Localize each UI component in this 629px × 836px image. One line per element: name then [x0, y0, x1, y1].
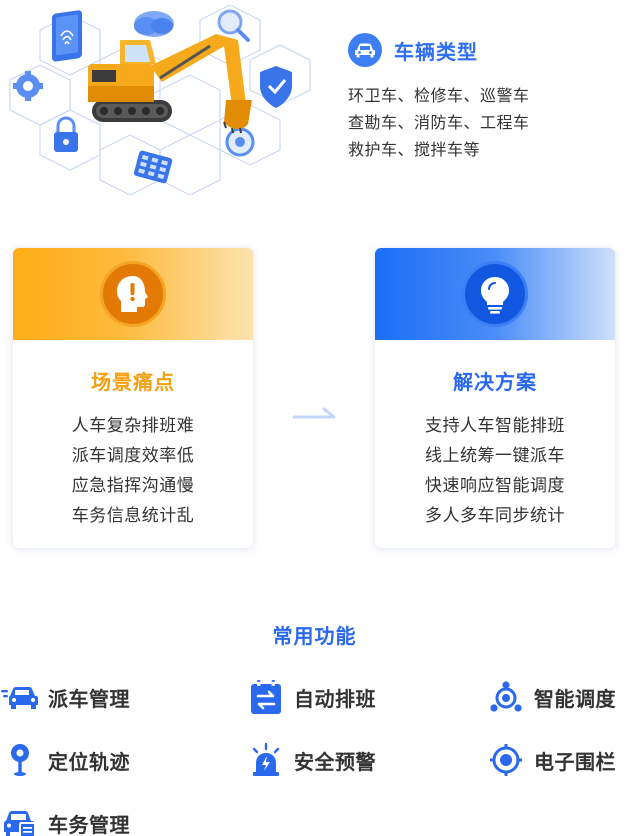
- feature-geofence[interactable]: 电子围栏: [486, 740, 616, 780]
- alarm-light-icon: [246, 740, 286, 780]
- feature-label: 智能调度: [534, 686, 616, 711]
- solutions-card: 解决方案 支持人车智能排班 线上统筹一键派车 快速响应智能调度 多人多车同步统计: [375, 248, 615, 548]
- excavator-network-illustration: [9, 4, 311, 196]
- solution-item: 支持人车智能排班: [425, 416, 565, 436]
- pain-point-item: 派车调度效率低: [71, 446, 195, 466]
- vehicle-types-list: 环卫车、检修车、巡警车 查勘车、消防车、工程车 救护车、搅拌车等: [348, 82, 618, 163]
- pain-points-card: 场景痛点 人车复杂排班难 派车调度效率低 应急指挥沟通慢 车务信息统计乱: [13, 248, 253, 548]
- feature-label: 定位轨迹: [48, 749, 130, 774]
- calendar-swap-icon: [246, 677, 286, 717]
- geofence-icon: [486, 740, 526, 780]
- feature-label: 安全预警: [294, 749, 376, 774]
- location-pin-icon: [0, 740, 40, 780]
- excavator-illustration: [88, 34, 252, 134]
- feature-auto-schedule[interactable]: 自动排班: [246, 677, 376, 717]
- vehicle-types-header: 车辆类型: [348, 32, 618, 68]
- feature-label: 自动排班: [294, 686, 376, 711]
- pain-points-title: 场景痛点: [91, 370, 175, 394]
- solution-item: 快速响应智能调度: [425, 476, 565, 496]
- feature-smart-dispatch[interactable]: 智能调度: [486, 677, 616, 717]
- feature-safety-alert[interactable]: 安全预警: [246, 740, 376, 780]
- feature-label: 车务管理: [48, 812, 130, 836]
- vehicle-types-title: 车辆类型: [394, 39, 478, 64]
- vehicle-types-section: 车辆类型 环卫车、检修车、巡警车 查勘车、消防车、工程车 救护车、搅拌车等: [348, 32, 618, 163]
- common-functions-title: 常用功能: [272, 624, 357, 648]
- vehicle-types-line: 环卫车、检修车、巡警车: [348, 86, 530, 105]
- pain-point-item: 车务信息统计乱: [71, 506, 195, 526]
- pain-points-banner: [13, 248, 253, 340]
- feature-location-track[interactable]: 定位轨迹: [0, 740, 130, 780]
- solutions-list: 支持人车智能排班 线上统筹一键派车 快速响应智能调度 多人多车同步统计: [375, 411, 615, 531]
- car-dispatch-icon: [0, 677, 40, 717]
- vehicle-types-line: 查勘车、消防车、工程车: [348, 113, 530, 132]
- solutions-title: 解决方案: [453, 370, 537, 394]
- pain-points-list: 人车复杂排班难 派车调度效率低 应急指挥沟通慢 车务信息统计乱: [13, 411, 253, 531]
- solutions-banner: [375, 248, 615, 340]
- head-exclamation-icon: [100, 261, 166, 327]
- solution-item: 线上统筹一键派车: [425, 446, 565, 466]
- solution-item: 多人多车同步统计: [425, 506, 565, 526]
- vehicle-affairs-icon: [0, 803, 40, 836]
- hero-illustration: [0, 0, 320, 200]
- feature-vehicle-affairs[interactable]: 车务管理: [0, 803, 130, 836]
- feature-label: 派车管理: [48, 686, 130, 711]
- vehicle-types-line: 救护车、搅拌车等: [348, 140, 481, 159]
- scheduling-icon: [486, 677, 526, 717]
- arrow-right-icon: [292, 404, 338, 420]
- car-icon: [348, 33, 382, 67]
- feature-label: 电子围栏: [534, 749, 616, 774]
- pain-point-item: 人车复杂排班难: [71, 416, 195, 436]
- pain-point-item: 应急指挥沟通慢: [71, 476, 195, 496]
- feature-dispatch[interactable]: 派车管理: [0, 677, 130, 717]
- lightbulb-icon: [462, 261, 528, 327]
